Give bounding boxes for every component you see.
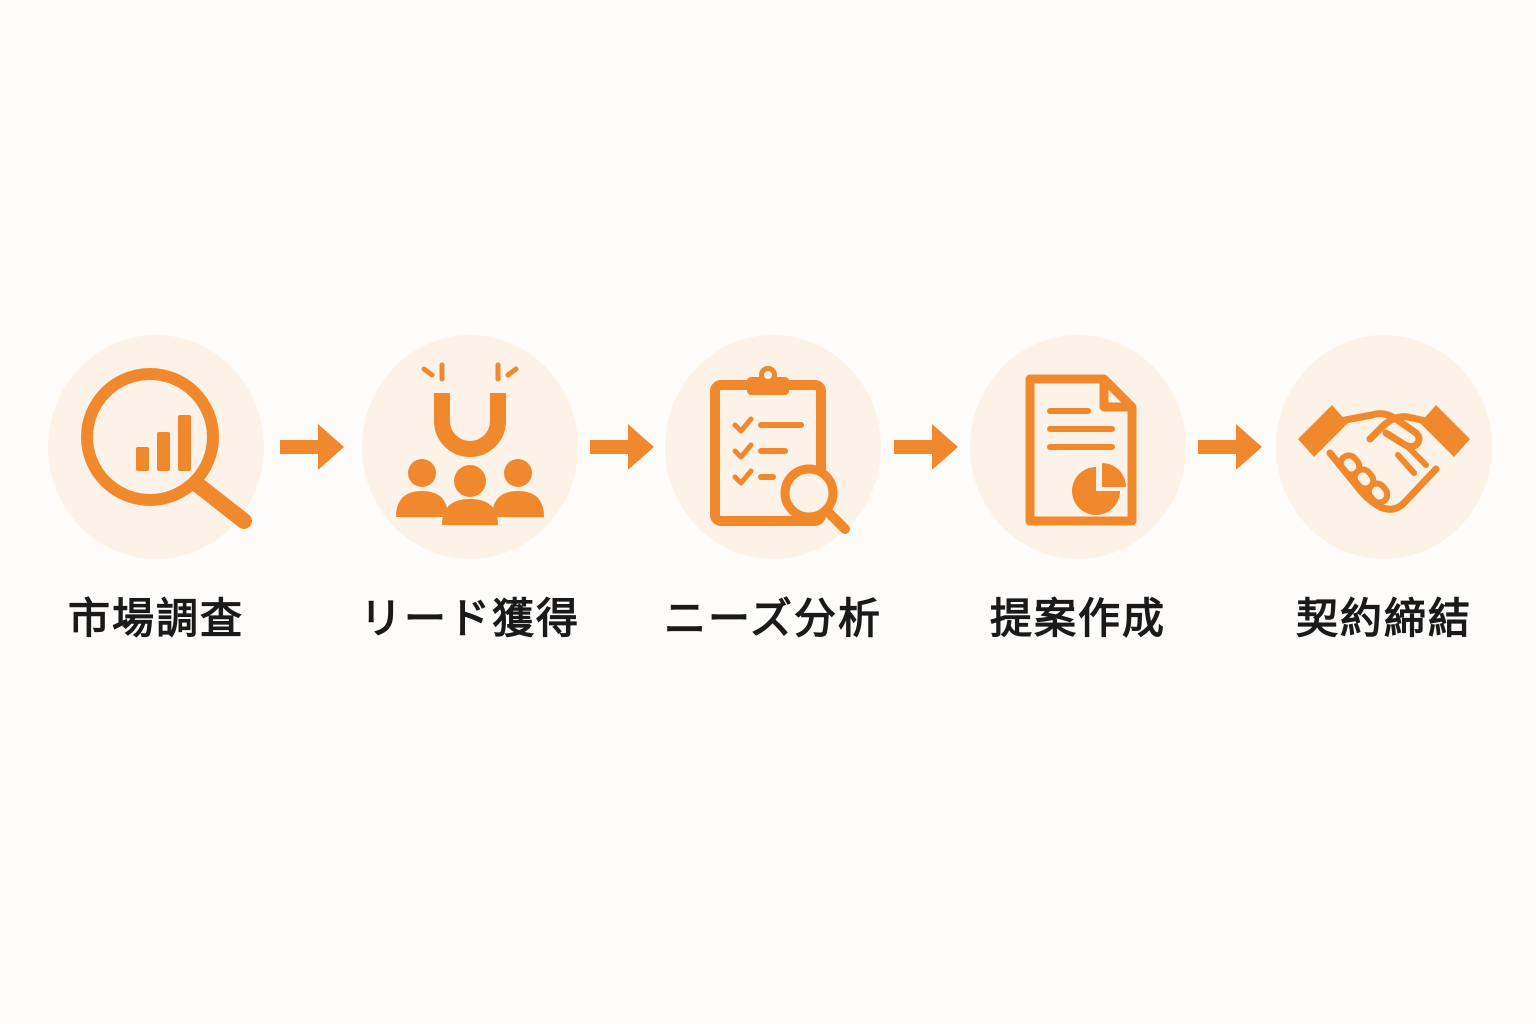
magnet-people-icon	[396, 362, 544, 525]
step-label: 提案作成	[989, 594, 1166, 643]
right-arrow-icon	[280, 424, 344, 470]
document-pie-chart-icon	[1025, 374, 1137, 526]
step-label: ニーズ分析	[664, 594, 882, 643]
step-label: 契約締結	[1295, 594, 1472, 643]
step-icon-circle	[665, 335, 881, 559]
right-arrow-icon	[1198, 424, 1262, 470]
step-contract-signing: 契約締結	[1254, 335, 1514, 655]
magnifier-bar-chart-icon	[81, 368, 252, 529]
handshake-icon	[1298, 405, 1470, 513]
step-lead-acquisition: リード獲得	[340, 335, 600, 655]
right-arrow-icon	[590, 424, 654, 470]
clipboard-checklist-search-icon	[710, 366, 850, 534]
step-icon-circle	[1276, 335, 1492, 559]
step-icon-circle	[970, 335, 1186, 559]
step-label: リード獲得	[359, 594, 580, 643]
step-icon-circle	[362, 335, 578, 559]
step-proposal-creation: 提案作成	[948, 335, 1208, 655]
right-arrow-icon	[894, 424, 958, 470]
step-label: 市場調査	[67, 594, 244, 643]
step-needs-analysis: ニーズ分析	[643, 335, 903, 655]
step-market-research: 市場調査	[26, 335, 286, 655]
step-icon-circle	[48, 335, 264, 559]
